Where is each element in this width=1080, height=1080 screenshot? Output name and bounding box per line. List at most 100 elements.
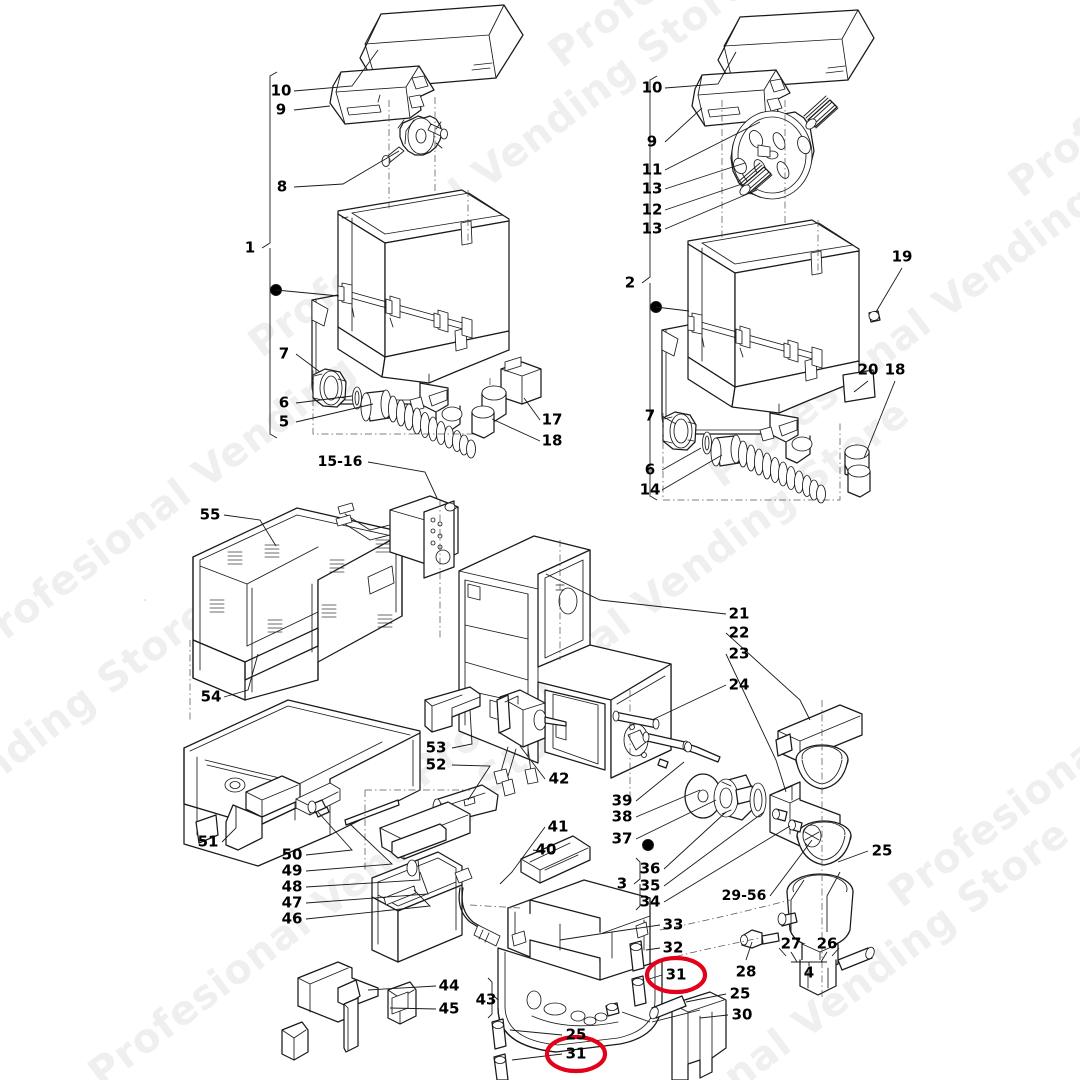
callout-13[interactable]: 13 bbox=[641, 179, 663, 198]
group-brackets-lower bbox=[487, 839, 840, 1019]
part-7-right-collar bbox=[662, 411, 697, 451]
part-41-40-heater-body bbox=[454, 835, 663, 1080]
callout-49[interactable]: 49 bbox=[281, 861, 303, 880]
part-13-right-spring-lower bbox=[737, 162, 773, 196]
callout-35[interactable]: 35 bbox=[639, 876, 661, 895]
callout-19[interactable]: 19 bbox=[891, 247, 913, 266]
highlight-31-lower bbox=[544, 1034, 608, 1074]
part-21-main-chassis bbox=[458, 535, 672, 800]
part-43-44-45-support bbox=[281, 961, 417, 1061]
bracket-group-2 bbox=[641, 75, 690, 501]
callout-43[interactable]: 43 bbox=[475, 990, 497, 1009]
callout-27[interactable]: 27 bbox=[780, 934, 802, 953]
callout-20[interactable]: 20 bbox=[857, 360, 879, 379]
callout-37[interactable]: 37 bbox=[611, 829, 633, 848]
callout-5[interactable]: 5 bbox=[278, 412, 290, 431]
part-6-left-oring bbox=[352, 386, 362, 410]
callout-28[interactable]: 28 bbox=[735, 962, 757, 981]
callout-7[interactable]: 7 bbox=[644, 406, 656, 425]
right-canister-assembly bbox=[641, 9, 903, 504]
leader-lines-right bbox=[661, 51, 903, 491]
callout-3[interactable]: 3 bbox=[616, 874, 628, 893]
callout-25[interactable]: 25 bbox=[565, 1025, 587, 1044]
callout-22[interactable]: 22 bbox=[728, 623, 750, 642]
callout-44[interactable]: 44 bbox=[438, 976, 460, 995]
callout-48[interactable]: 48 bbox=[281, 877, 303, 896]
callout-2[interactable]: 2 bbox=[624, 273, 636, 292]
part-7-left-collar bbox=[312, 368, 347, 408]
part-14-right-auger bbox=[662, 413, 841, 504]
callout-23[interactable]: 23 bbox=[728, 644, 750, 663]
leader-lines-lower bbox=[221, 514, 869, 1061]
leader-lines-left bbox=[293, 49, 541, 499]
callout-25[interactable]: 25 bbox=[729, 984, 751, 1003]
part-2-right-hopper bbox=[661, 100, 860, 464]
part-20-plate bbox=[842, 369, 876, 403]
callout-7[interactable]: 7 bbox=[278, 344, 290, 363]
callout-52[interactable]: 52 bbox=[425, 755, 447, 774]
part-10-right-lid bbox=[717, 9, 875, 89]
callout-11[interactable]: 11 bbox=[641, 160, 663, 179]
callout-14[interactable]: 14 bbox=[639, 480, 661, 499]
callout-31[interactable]: 31 bbox=[565, 1044, 587, 1063]
callout-47[interactable]: 47 bbox=[281, 893, 303, 912]
callout-13[interactable]: 13 bbox=[641, 219, 663, 238]
part-11-right-gear bbox=[730, 110, 815, 200]
callout-54[interactable]: 54 bbox=[200, 687, 222, 706]
callout-8[interactable]: 8 bbox=[276, 177, 288, 196]
callout-10[interactable]: 10 bbox=[641, 78, 663, 97]
part-5-left-auger bbox=[312, 370, 491, 459]
callout-53[interactable]: 53 bbox=[425, 738, 447, 757]
callout-9[interactable]: 9 bbox=[275, 100, 287, 119]
part-51-drip-tray bbox=[183, 699, 471, 963]
callout-38[interactable]: 38 bbox=[611, 807, 633, 826]
callout-10[interactable]: 10 bbox=[270, 81, 292, 100]
bracket-group-1 bbox=[261, 71, 340, 439]
callout-6[interactable]: 6 bbox=[278, 393, 290, 412]
part-9-left-lid-frame bbox=[329, 65, 435, 125]
callout-50[interactable]: 50 bbox=[281, 845, 303, 864]
callout-6[interactable]: 6 bbox=[644, 460, 656, 479]
part-34-37-valve-stack bbox=[684, 773, 822, 848]
callout-32[interactable]: 32 bbox=[662, 938, 684, 957]
part-18-left-elbow bbox=[471, 385, 507, 439]
callout-18[interactable]: 18 bbox=[541, 431, 563, 450]
callout-40[interactable]: 40 bbox=[535, 840, 557, 859]
highlight-31-upper bbox=[644, 955, 708, 995]
left-canister-assembly bbox=[261, 4, 542, 499]
callout-41[interactable]: 41 bbox=[547, 817, 569, 836]
callout-4[interactable]: 4 bbox=[803, 963, 815, 982]
callout-33[interactable]: 33 bbox=[662, 915, 684, 934]
part-30-bracket bbox=[649, 991, 727, 1080]
callout-42[interactable]: 42 bbox=[548, 769, 570, 788]
callout-1[interactable]: 1 bbox=[244, 238, 256, 257]
callout-21[interactable]: 21 bbox=[728, 604, 750, 623]
callout-12[interactable]: 12 bbox=[641, 200, 663, 219]
part-24-shafts bbox=[612, 710, 690, 752]
callout-15-16[interactable]: 15-16 bbox=[317, 454, 363, 470]
callout-24[interactable]: 24 bbox=[728, 675, 750, 694]
callout-25[interactable]: 25 bbox=[871, 841, 893, 860]
callout-36[interactable]: 36 bbox=[639, 859, 661, 878]
part-22-23-brew-funnels bbox=[769, 700, 875, 1000]
part-55-54-waste-bin bbox=[144, 507, 403, 720]
callout-51[interactable]: 51 bbox=[197, 832, 219, 851]
part-6-right-oring bbox=[702, 431, 712, 455]
callout-26[interactable]: 26 bbox=[816, 934, 838, 953]
callout-55[interactable]: 55 bbox=[199, 505, 221, 524]
callout-46[interactable]: 46 bbox=[281, 909, 303, 928]
callout-29-56[interactable]: 29-56 bbox=[721, 888, 767, 904]
callout-30[interactable]: 30 bbox=[731, 1005, 753, 1024]
callout-17[interactable]: 17 bbox=[541, 410, 563, 429]
callout-39[interactable]: 39 bbox=[611, 791, 633, 810]
part-19-bolt bbox=[868, 310, 881, 323]
callout-31[interactable]: 31 bbox=[665, 965, 687, 984]
callout-18[interactable]: 18 bbox=[884, 360, 906, 379]
callout-34[interactable]: 34 bbox=[639, 892, 661, 911]
callout-45[interactable]: 45 bbox=[438, 999, 460, 1018]
part-13-right-bushing-b bbox=[733, 157, 747, 175]
callout-9[interactable]: 9 bbox=[646, 132, 658, 151]
part-13-right-spring-upper bbox=[803, 95, 839, 130]
